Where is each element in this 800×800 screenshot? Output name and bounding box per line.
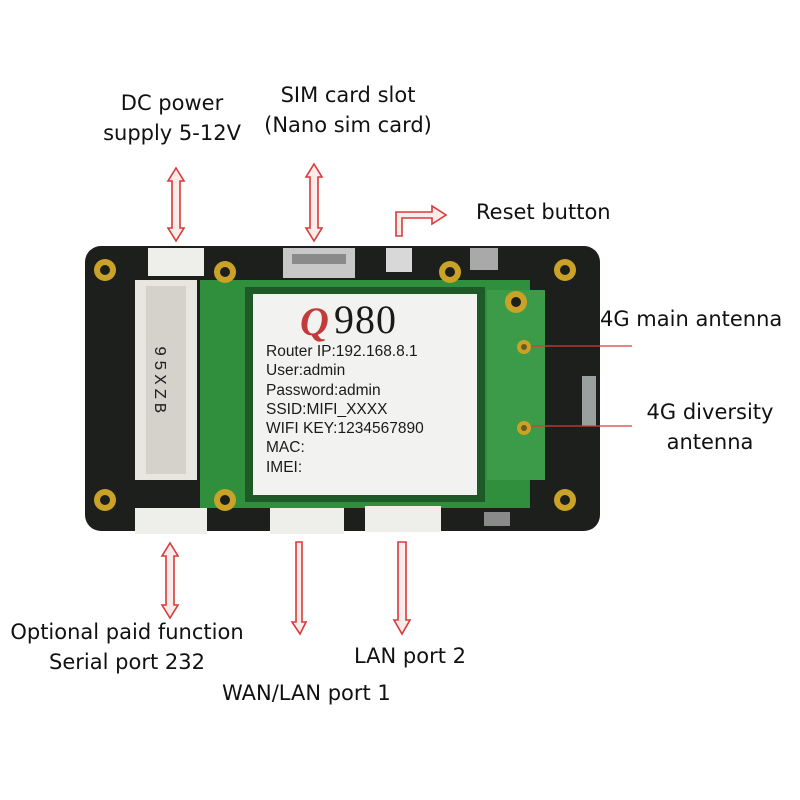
hole-center — [511, 297, 521, 307]
arrow-shape — [304, 162, 324, 243]
sticker-brand-mark: Q — [300, 299, 329, 344]
serial-port-connector — [135, 508, 207, 534]
label-line: SIM card slot — [280, 83, 416, 107]
sticker-line: Password:admin — [266, 381, 381, 399]
dc-power-connector — [148, 248, 204, 276]
sticker-line: WIFI KEY:1234567890 — [266, 420, 424, 438]
label-line: 4G diversity — [646, 400, 774, 424]
dc-power-arrow — [166, 166, 186, 243]
sticker — [253, 294, 477, 495]
sticker-line: IMEI: — [266, 458, 303, 476]
label-lan2: LAN port 2 — [354, 644, 467, 668]
minipcie-slot-inner — [146, 286, 186, 474]
lan-port-2-connector — [365, 506, 441, 532]
label-line: antenna — [666, 430, 754, 454]
hole-center — [100, 495, 110, 505]
bottom-component — [484, 512, 510, 526]
sticker-line: SSID:MIFI_XXXX — [266, 400, 388, 418]
arrow-shape — [395, 204, 448, 237]
sticker-line: Router IP:192.168.8.1 — [266, 343, 418, 360]
label-line: supply 5-12V — [103, 121, 241, 145]
hole-center — [560, 265, 570, 275]
arrow-shape — [166, 166, 186, 243]
sim-slot-arrow — [304, 162, 324, 243]
label-sim-slot: SIM card slot (Nano sim card) — [248, 80, 448, 140]
label-serial: Optional paid function Serial port 232 — [2, 617, 252, 677]
label-dc-power: DC power supply 5-12V — [92, 88, 252, 148]
label-line: (Nano sim card) — [264, 113, 432, 137]
arrow-shape — [392, 541, 412, 636]
label-line: DC power — [120, 91, 224, 115]
board-edge-component — [582, 376, 596, 426]
sim-slot-contacts — [292, 254, 346, 264]
label-wan-lan: WAN/LAN port 1 — [222, 681, 391, 705]
hole-center — [445, 267, 455, 277]
mounting-hole-centers — [100, 265, 570, 505]
antenna-area — [487, 290, 545, 480]
label-line: Optional paid function — [10, 620, 244, 644]
label-main-antenna: 4G main antenna — [600, 307, 783, 331]
label-line: Serial port 232 — [49, 650, 205, 674]
top-component — [470, 248, 498, 270]
main-antenna-connector-center — [521, 344, 527, 350]
hole-center — [560, 495, 570, 505]
sticker-info-lines: Router IP:192.168.8.1 User:admin Passwor… — [266, 342, 424, 477]
arrow-shape — [160, 541, 180, 620]
serial-arrow — [160, 541, 180, 620]
wan-lan-port-connector — [270, 508, 344, 534]
sticker-line: User:admin — [266, 362, 346, 380]
reset-arrow — [395, 204, 448, 237]
sticker-line: MAC: — [266, 439, 305, 457]
arrow-shape — [290, 541, 308, 636]
diversity-antenna-connector-center — [521, 425, 527, 431]
hole-center — [220, 267, 230, 277]
label-reset: Reset button — [476, 200, 611, 224]
reset-button — [386, 248, 412, 272]
hole-center — [220, 495, 230, 505]
label-diversity-antenna: 4G diversity antenna — [630, 397, 790, 457]
hole-center — [100, 265, 110, 275]
wan-lan-arrow — [290, 541, 308, 636]
sticker-brand-model: 980 — [334, 297, 397, 342]
connector-print: 95XZB — [149, 346, 168, 418]
lan2-arrow — [392, 541, 412, 636]
